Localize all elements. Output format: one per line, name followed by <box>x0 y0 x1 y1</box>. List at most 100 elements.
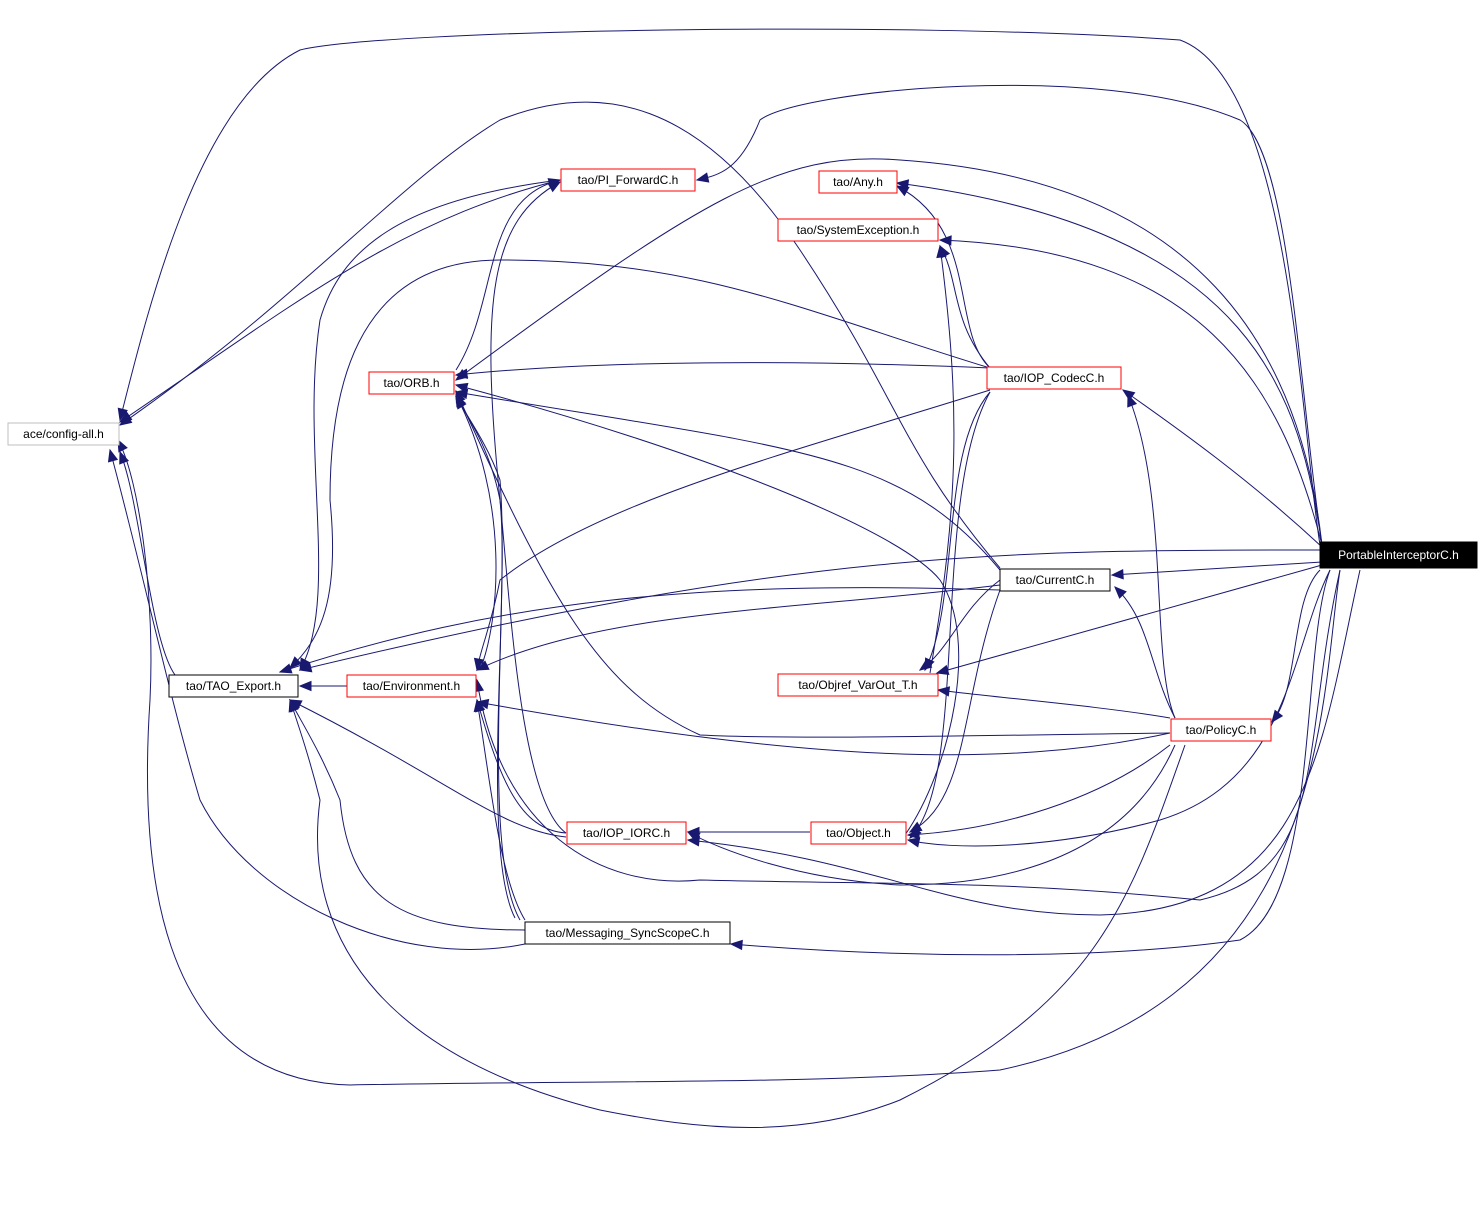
arrowhead-edge-orb-to-pi-forwardc <box>547 178 562 189</box>
edge-iop-codecc-to-orb <box>455 362 991 376</box>
arrowhead-edge-portable-to-config-all-bottom <box>117 438 128 453</box>
arrowhead-edge-iop-codecc-to-tao-export <box>289 656 302 669</box>
edge-portable-to-orb <box>455 158 1323 546</box>
edge-portable-to-objref <box>936 564 1323 674</box>
node-policyc[interactable]: tao/PolicyC.h <box>1170 718 1272 742</box>
node-portable-interceptorc[interactable]: PortableInterceptorC.h <box>1319 541 1478 569</box>
edge-policyc-to-iop-iorc <box>687 744 1176 886</box>
edge-portable-to-currentc <box>1111 561 1323 576</box>
node-iop-iorc[interactable]: tao/IOP_IORC.h <box>566 821 687 845</box>
edge-portable-to-iop-iorc <box>687 569 1361 916</box>
node-currentc-label: tao/CurrentC.h <box>1016 573 1095 587</box>
node-messaging[interactable]: tao/Messaging_SyncScopeC.h <box>524 921 731 945</box>
edge-messaging-to-config-all <box>109 449 526 950</box>
arrowhead-edge-policyc-to-environment <box>475 698 490 710</box>
edge-policyc-to-iop-codecc <box>1127 394 1176 719</box>
edge-environment-to-orb <box>455 394 497 671</box>
edge-currentc-to-tao-export <box>279 587 1001 673</box>
edge-iop-codecc-to-environment <box>476 389 991 671</box>
edge-portable-to-pi-forwardc <box>696 84 1323 546</box>
arrowhead-edge-iop-codecc-to-environment <box>473 657 485 672</box>
arrowheads <box>107 172 1284 951</box>
arrowhead-edge-portable-to-iop-codecc <box>1121 389 1136 401</box>
node-orb[interactable]: tao/ORB.h <box>368 371 455 395</box>
node-tao-export[interactable]: tao/TAO_Export.h <box>168 674 299 698</box>
edge-iop-iorc-to-tao-export <box>289 699 567 838</box>
node-currentc[interactable]: tao/CurrentC.h <box>999 568 1111 592</box>
node-objref[interactable]: tao/Objref_VarOut_T.h <box>777 673 939 697</box>
arrowhead-edge-portable-to-pi-forwardc <box>695 172 710 183</box>
node-object[interactable]: tao/Object.h <box>810 821 907 845</box>
edge-portable-to-policyc <box>1271 569 1321 723</box>
arrowhead-edge-objref-to-sysexc <box>936 244 947 259</box>
node-iop-codecc[interactable]: tao/IOP_CodecC.h <box>986 366 1122 390</box>
edge-iop-iorc-to-environment <box>476 699 567 834</box>
node-iop-iorc-label: tao/IOP_IORC.h <box>583 826 670 840</box>
edge-policyc-to-object <box>907 744 1171 836</box>
arrowhead-edge-object-to-iop-iorc <box>686 826 700 838</box>
arrowhead-edge-currentc-to-tao-export <box>278 663 293 674</box>
node-any[interactable]: tao/Any.h <box>818 170 898 194</box>
edge-pi-forwardc-to-tao-export <box>299 179 561 671</box>
edge-iop-codecc-to-sysexc <box>939 245 991 369</box>
node-pi-forwardc-label: tao/PI_ForwardC.h <box>578 173 679 187</box>
edge-messaging-to-tao-export <box>289 699 526 931</box>
edge-objref-to-sysexc <box>929 245 955 674</box>
edge-portable-to-object <box>907 569 1331 847</box>
arrowhead-edge-policyc-to-objref <box>936 686 951 697</box>
arrowhead-edge-iop-codecc-to-objref <box>924 657 935 672</box>
edge-portable-to-config-all <box>119 28 1321 546</box>
node-pi-forwardc[interactable]: tao/PI_ForwardC.h <box>560 168 696 192</box>
edge-currentc-to-pi-forwardc <box>119 101 1001 569</box>
arrowhead-edge-portable-to-currentc <box>1110 569 1124 580</box>
arrowhead-edge-pi-forwardc-to-tao-export <box>299 657 311 672</box>
node-sysexc[interactable]: tao/SystemException.h <box>777 218 939 242</box>
node-environment[interactable]: tao/Environment.h <box>346 674 477 698</box>
edge-orb-to-pi-forwardc <box>455 179 561 371</box>
node-object-label: tao/Object.h <box>826 826 891 840</box>
edge-policyc-to-environment <box>476 701 1171 756</box>
edge-currentc-to-orb <box>455 391 1001 571</box>
edge-tao-export-to-config-all <box>119 451 176 676</box>
arrowhead-edge-iop-codecc-to-any <box>895 185 910 197</box>
edge-currentc-to-environment <box>476 584 1001 671</box>
arrowhead-edge-policyc-to-currentc <box>1114 586 1127 599</box>
edge-policyc-to-orb <box>455 390 1171 738</box>
edge-portable-to-tao-export <box>299 549 1323 671</box>
arrowhead-edge-portable-to-object <box>906 837 921 848</box>
edge-portable-to-any <box>896 182 1323 546</box>
edge-policyc-to-currentc <box>1114 586 1176 719</box>
node-config-all[interactable]: ace/config-all.h <box>7 422 120 446</box>
node-objref-label: tao/Objref_VarOut_T.h <box>798 678 917 692</box>
edge-object-to-orb <box>455 384 960 836</box>
arrowhead-edge-messaging-to-tao-export <box>289 698 300 713</box>
node-sysexc-label: tao/SystemException.h <box>797 223 920 237</box>
nodes: ace/config-all.h tao/TAO_Export.h tao/En… <box>7 168 1478 945</box>
edge-currentc-to-object <box>909 589 1001 833</box>
arrowhead-edge-messaging-to-environment <box>473 698 485 713</box>
node-config-all-label: ace/config-all.h <box>23 427 104 441</box>
arrowhead-edge-tao-export-to-config-all <box>119 450 130 465</box>
arrowhead-edge-policyc-to-iop-codecc <box>1127 393 1138 408</box>
arrowhead-edge-currentc-to-environment <box>475 660 490 671</box>
node-policyc-label: tao/PolicyC.h <box>1186 723 1257 737</box>
edge-currentc-to-objref <box>919 579 1001 671</box>
edge-policyc-to-tao-export <box>289 699 1186 1128</box>
node-iop-codecc-label: tao/IOP_CodecC.h <box>1004 371 1105 385</box>
edge-iop-codecc-to-tao-export <box>289 259 991 669</box>
arrowhead-edge-iop-codecc-to-object <box>909 825 922 839</box>
arrowhead-edge-portable-to-objref <box>935 664 950 675</box>
edge-messaging-to-orb <box>455 396 521 921</box>
node-orb-label: tao/ORB.h <box>383 376 439 390</box>
node-environment-label: tao/Environment.h <box>363 679 460 693</box>
edge-portable-to-iop-codecc <box>1122 389 1323 548</box>
edge-iop-iorc-to-orb <box>455 396 567 834</box>
edge-portable-to-config-all-bottom <box>117 439 1341 1086</box>
node-tao-export-label: tao/TAO_Export.h <box>186 679 281 693</box>
arrowhead-edge-environment-to-tao-export <box>298 680 312 692</box>
edges <box>109 28 1361 1128</box>
arrowhead-edge-portable-to-config-all <box>117 407 128 422</box>
edge-iop-codecc-to-object <box>909 391 991 839</box>
arrowhead-edge-environment-to-orb <box>455 393 466 408</box>
